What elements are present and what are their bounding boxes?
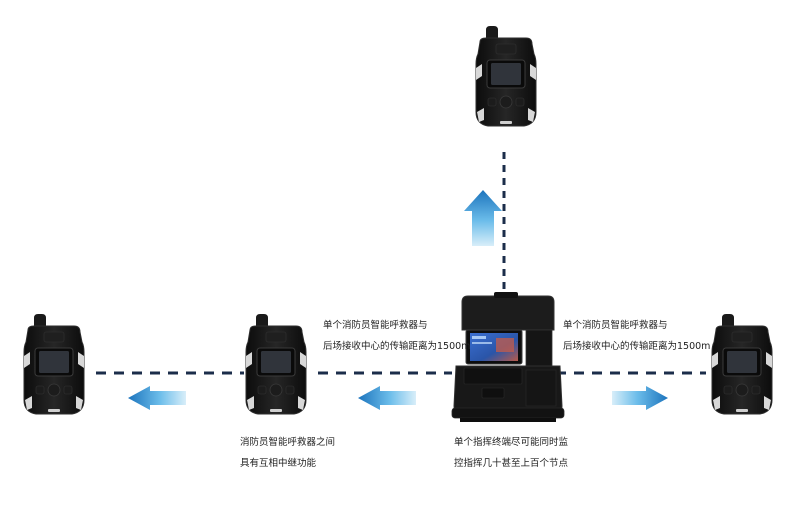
caption-line: 消防员智能呼救器之间 bbox=[240, 432, 335, 453]
arrow-up-icon bbox=[464, 190, 502, 246]
caption-line: 后场接收中心的传输距离为1500m bbox=[563, 336, 710, 357]
breathing-alarm-device-icon bbox=[24, 314, 84, 414]
firefighter-breathing-alarm-device-right bbox=[712, 314, 772, 414]
caption-center-to-right: 单个消防员智能呼救器与 后场接收中心的传输距离为1500m bbox=[563, 315, 710, 357]
firefighter-breathing-alarm-device-top bbox=[476, 26, 536, 126]
command-terminal-case-icon bbox=[452, 292, 564, 422]
breathing-alarm-device-icon bbox=[712, 314, 772, 414]
firefighter-breathing-alarm-device-far-left bbox=[24, 314, 84, 414]
caption-line: 单个消防员智能呼救器与 bbox=[323, 315, 470, 336]
caption-line: 控指挥几十甚至上百个节点 bbox=[454, 453, 568, 474]
firefighter-breathing-alarm-device-relay bbox=[246, 314, 306, 414]
caption-line: 具有互相中继功能 bbox=[240, 453, 335, 474]
caption-line: 单个指挥终端尽可能同时监 bbox=[454, 432, 568, 453]
caption-line: 单个消防员智能呼救器与 bbox=[563, 315, 710, 336]
arrow-right-icon bbox=[612, 386, 668, 410]
breathing-alarm-device-icon bbox=[476, 26, 536, 126]
arrow-left-icon bbox=[128, 386, 186, 410]
caption-relay-function: 消防员智能呼救器之间 具有互相中继功能 bbox=[240, 432, 335, 474]
caption-line: 后场接收中心的传输距离为1500m bbox=[323, 336, 470, 357]
breathing-alarm-device-icon bbox=[246, 314, 306, 414]
signal-arrows bbox=[128, 190, 668, 410]
arrow-left-icon bbox=[358, 386, 416, 410]
caption-terminal-capacity: 单个指挥终端尽可能同时监 控指挥几十甚至上百个节点 bbox=[454, 432, 568, 474]
caption-relay-to-center: 单个消防员智能呼救器与 后场接收中心的传输距离为1500m bbox=[323, 315, 470, 357]
